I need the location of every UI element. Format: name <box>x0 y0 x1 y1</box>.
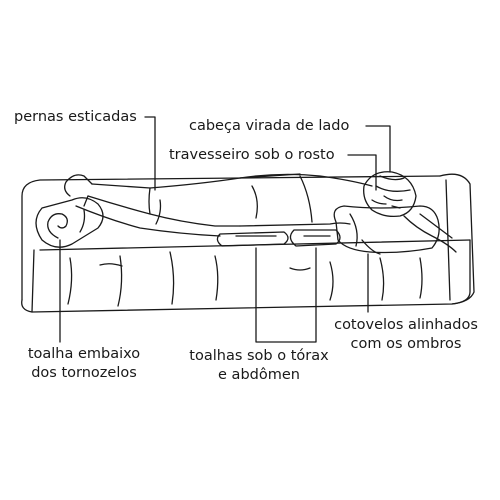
pillow <box>334 206 439 253</box>
bed-drawing <box>22 174 474 312</box>
patient-torso <box>240 174 372 226</box>
label-legs-stretched: pernas esticadas <box>14 108 137 127</box>
label-pillow: travesseiro sob o rosto <box>169 146 335 165</box>
chest-towels <box>217 230 340 246</box>
label-head-text: cabeça virada de lado <box>189 118 350 134</box>
patient-legs <box>65 174 300 236</box>
ankle-towel-roll <box>36 198 103 247</box>
label-ankle-towel-line2: dos tornozelos <box>31 365 137 381</box>
label-head-turned: cabeça virada de lado <box>189 117 349 136</box>
label-elbows-line2: com os ombros <box>350 336 462 352</box>
label-ankle-towel: toalha embaixo dos tornozelos <box>14 345 154 383</box>
label-elbows-aligned: cotovelos alinhados com os ombros <box>322 316 490 354</box>
label-elbows-line1: cotovelos alinhados <box>334 317 478 333</box>
label-pillow-text: travesseiro sob o rosto <box>169 147 335 163</box>
label-legs-text: pernas esticadas <box>14 109 137 125</box>
label-chest-towels: toalhas sob o tórax e abdômen <box>180 347 338 385</box>
label-chest-towels-line2: e abdômen <box>218 367 300 383</box>
label-chest-towels-line1: toalhas sob o tórax <box>189 348 329 364</box>
patient-arms <box>362 214 456 254</box>
patient-head <box>364 172 416 217</box>
leader-lines <box>60 117 390 342</box>
label-ankle-towel-line1: toalha embaixo <box>27 346 141 362</box>
